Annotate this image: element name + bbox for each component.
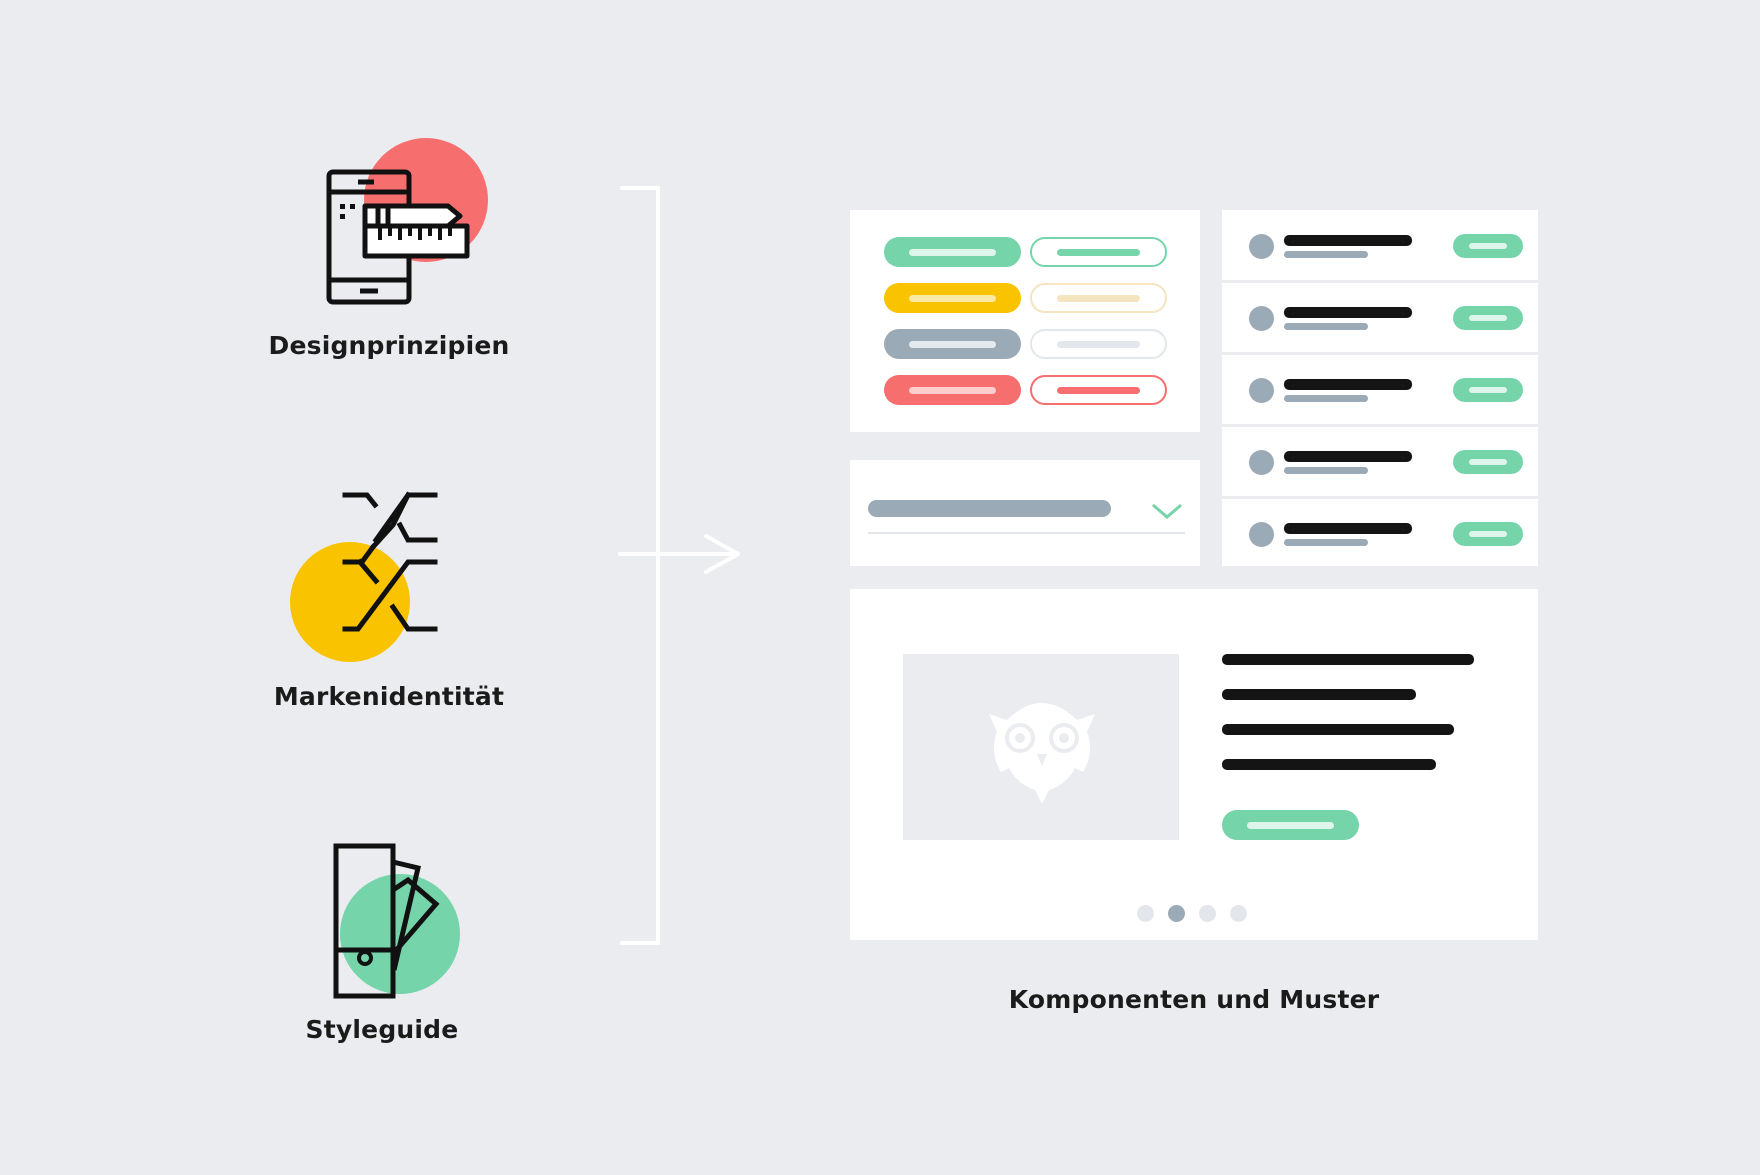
carousel-dot[interactable] — [1230, 905, 1247, 922]
list-item-tag — [1453, 378, 1523, 402]
crossing-arrows-icon — [290, 491, 438, 662]
avatar — [1249, 378, 1274, 403]
chevron-down-icon — [1152, 503, 1182, 519]
dropdown-select[interactable] — [868, 500, 1185, 536]
bracket-arrow-connector — [618, 186, 740, 945]
content-text-line — [1222, 689, 1416, 700]
button-filled-yellow[interactable] — [884, 283, 1021, 313]
list-item-subtitle — [1284, 323, 1368, 330]
avatar — [1249, 306, 1274, 331]
left-item-label-designprinzipien: Designprinzipien — [268, 331, 510, 360]
content-text-line — [1222, 759, 1436, 770]
button-outline-red[interactable] — [1030, 375, 1167, 405]
buttons-card — [850, 210, 1200, 432]
button-outline-yellow[interactable] — [1030, 283, 1167, 313]
color-swatch-fan-icon — [333, 843, 460, 999]
button-outline-green[interactable] — [1030, 237, 1167, 267]
avatar — [1249, 450, 1274, 475]
list-item-subtitle — [1284, 251, 1368, 258]
dropdown-card — [850, 460, 1200, 566]
carousel-dot[interactable] — [1137, 905, 1154, 922]
right-caption: Komponenten und Muster — [1008, 985, 1380, 1014]
list-item-tag — [1453, 450, 1523, 474]
button-outline-gray[interactable] — [1030, 329, 1167, 359]
list-item[interactable] — [1222, 498, 1538, 566]
list-item[interactable] — [1222, 354, 1538, 424]
dropdown-underline — [868, 532, 1185, 534]
button-filled-green[interactable] — [884, 237, 1021, 267]
avatar — [1249, 234, 1274, 259]
owl-mascot-icon — [989, 703, 1095, 804]
list-item[interactable] — [1222, 426, 1538, 496]
carousel-dot[interactable] — [1199, 905, 1216, 922]
carousel-dots — [1137, 905, 1257, 923]
list-item[interactable] — [1222, 210, 1538, 280]
button-filled-red[interactable] — [884, 375, 1021, 405]
button-filled-gray[interactable] — [884, 329, 1021, 359]
list-item-title — [1284, 235, 1412, 246]
list-card — [1222, 210, 1538, 566]
phone-pencil-ruler-icon — [326, 138, 488, 305]
list-item-title — [1284, 451, 1412, 462]
list-item-tag — [1453, 522, 1523, 546]
list-item-subtitle — [1284, 539, 1368, 546]
list-item-title — [1284, 307, 1412, 318]
content-cta-button[interactable] — [1222, 810, 1359, 840]
list-item[interactable] — [1222, 282, 1538, 352]
image-placeholder — [903, 654, 1179, 840]
content-text-line — [1222, 654, 1474, 665]
left-item-label-markenidentitaet: Markenidentität — [273, 682, 505, 711]
list-item-title — [1284, 523, 1412, 534]
carousel-card — [850, 589, 1538, 940]
left-item-label-styleguide: Styleguide — [305, 1015, 459, 1044]
carousel-dot-active[interactable] — [1168, 905, 1185, 922]
content-text-line — [1222, 724, 1454, 735]
list-item-subtitle — [1284, 395, 1368, 402]
dropdown-value-placeholder — [868, 500, 1111, 517]
list-item-tag — [1453, 306, 1523, 330]
list-item-title — [1284, 379, 1412, 390]
list-item-subtitle — [1284, 467, 1368, 474]
list-item-tag — [1453, 234, 1523, 258]
avatar — [1249, 522, 1274, 547]
